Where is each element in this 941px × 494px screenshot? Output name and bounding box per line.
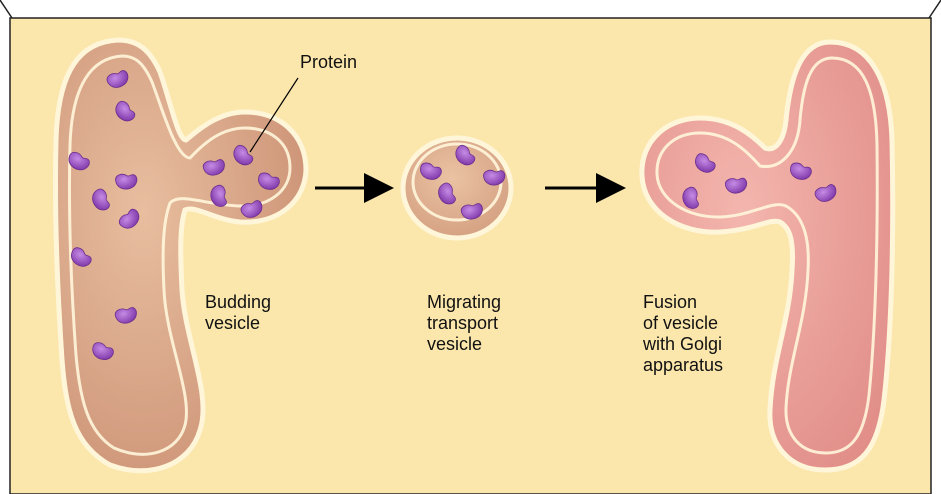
corner-line (929, 0, 941, 18)
budding-vesicle-label: Budding vesicle (205, 292, 271, 334)
fusion-label: Fusion of vesicle with Golgi apparatus (643, 292, 723, 376)
protein-label: Protein (300, 52, 357, 73)
corner-line (0, 0, 12, 18)
migrating-vesicle-label: Migrating transport vesicle (427, 292, 501, 355)
